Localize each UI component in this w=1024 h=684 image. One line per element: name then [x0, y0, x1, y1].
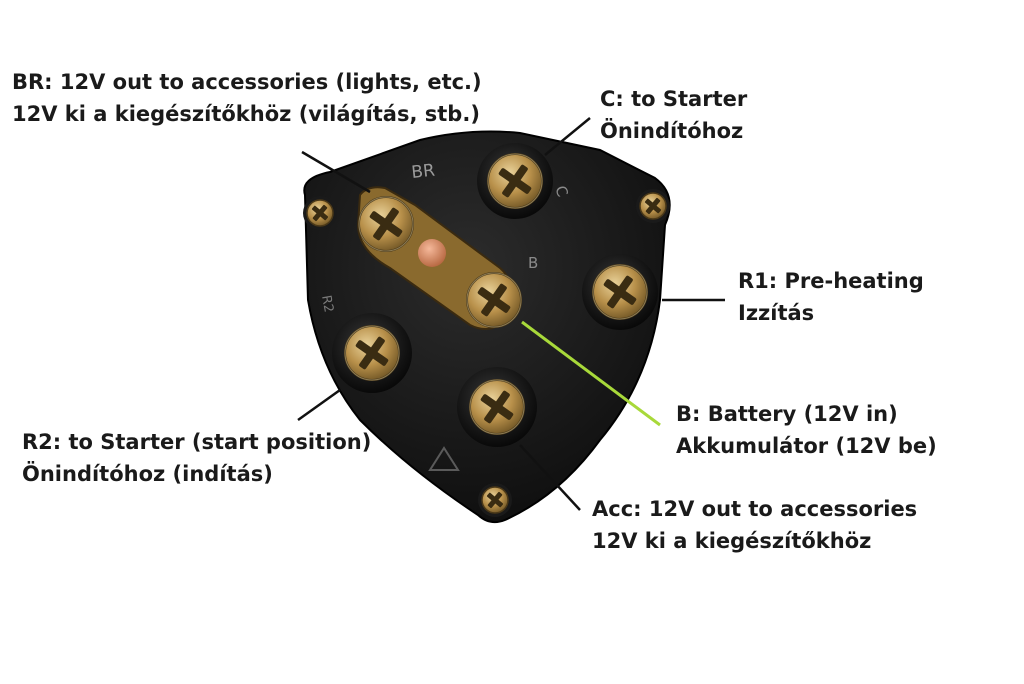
terminal-screw-b [466, 272, 522, 328]
terminal-screw-c [487, 153, 543, 209]
terminal-screw-r1 [592, 264, 648, 320]
label-acc-hu: 12V ki a kiegészítőkhöz [592, 529, 872, 553]
label-c-hu: Önindítóhoz [600, 119, 744, 143]
label-b: B: Battery (12V in) Akkumulátor (12V be) [676, 398, 937, 462]
copper-rivet [418, 239, 446, 267]
terminal-screw-br [358, 196, 414, 252]
terminal-mark-r2: R2 [318, 294, 336, 314]
label-r2-hu: Önindítóhoz (indítás) [22, 462, 273, 486]
label-r1: R1: Pre-heating Izzítás [738, 265, 924, 329]
leader-line-b [521, 320, 661, 427]
mounting-screw-bottom [477, 482, 513, 518]
mounting-screw-left [302, 195, 338, 231]
terminal-mark-br: BR [410, 161, 436, 183]
label-r1-hu: Izzítás [738, 301, 815, 325]
terminal-mark-b: B [528, 254, 538, 272]
leader-line-br [301, 150, 371, 194]
mounting-screw-right [635, 188, 671, 224]
label-r1-en: R1: Pre-heating [738, 269, 924, 293]
leader-line-r2 [297, 388, 341, 422]
leader-line-acc [519, 444, 581, 511]
molded-warning-triangle [428, 446, 460, 471]
terminal-screw-r2 [344, 325, 400, 381]
label-b-hu: Akkumulátor (12V be) [676, 434, 937, 458]
terminal-screw-acc [469, 379, 525, 435]
label-acc-en: Acc: 12V out to accessories [592, 497, 918, 521]
label-acc: Acc: 12V out to accessories 12V ki a kie… [592, 493, 917, 557]
label-br-en: BR: 12V out to accessories (lights, etc.… [12, 70, 482, 94]
label-r2-en: R2: to Starter (start position) [22, 430, 372, 454]
label-b-en: B: Battery (12V in) [676, 402, 898, 426]
leader-line-c [544, 117, 591, 156]
label-br-hu: 12V ki a kiegészítőkhöz (világítás, stb.… [12, 102, 480, 126]
label-c: C: to Starter Önindítóhoz [600, 83, 747, 147]
label-c-en: C: to Starter [600, 87, 748, 111]
label-br: BR: 12V out to accessories (lights, etc.… [12, 66, 482, 130]
label-r2: R2: to Starter (start position) Önindító… [22, 426, 371, 490]
